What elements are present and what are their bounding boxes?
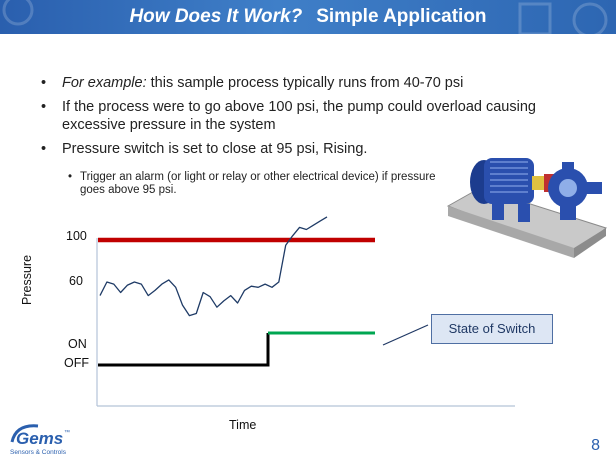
bullet-example: •For example: this sample process typica…: [41, 75, 464, 91]
tick-on: ON: [68, 337, 87, 351]
logo-tagline: Sensors & Controls: [10, 449, 67, 456]
tick-60: 60: [69, 274, 83, 288]
title-bar: How Does It Work? Simple Application: [0, 0, 616, 34]
x-axis-label: Time: [229, 418, 257, 432]
tick-100: 100: [66, 229, 87, 243]
bullet-text: this sample process typically runs from …: [146, 75, 464, 91]
bullet-list: •For example: this sample process typica…: [38, 74, 598, 164]
state-of-switch-callout: State of Switch: [431, 314, 553, 344]
header-gear-pattern: [2, 0, 608, 34]
pump-motor-image: [446, 158, 608, 258]
tick-off: OFF: [64, 356, 89, 370]
y-axis-label: Pressure: [20, 254, 34, 305]
callout-leader-line: [382, 324, 429, 346]
sub-bullet-text: Trigger an alarm (or light or relay or o…: [80, 171, 436, 196]
sub-bullet: •Trigger an alarm (or light or relay or …: [68, 171, 436, 196]
gems-logo: Gems ™ Sensors & Controls: [10, 424, 70, 456]
bullet-text: If the process were to go above 100 psi,…: [62, 99, 536, 133]
bullet-italic-lead: For example:: [62, 75, 147, 91]
bullet-switch-setpoint: •Pressure switch is set to close at 95 p…: [41, 141, 368, 157]
pressure-signal-line: [99, 216, 328, 317]
logo-wordmark: Gems: [16, 429, 63, 448]
slide-title-main: Simple Application: [316, 6, 487, 27]
switch-off-line: [98, 333, 270, 367]
slide-title: How Does It Work? Simple Application: [0, 0, 616, 34]
page-number: 8: [591, 437, 600, 454]
slide-title-question: How Does It Work?: [129, 6, 303, 27]
bullet-overload: •If the process were to go above 100 psi…: [41, 99, 536, 133]
bullet-text: Pressure switch is set to close at 95 ps…: [62, 141, 368, 157]
logo-trademark: ™: [64, 429, 70, 436]
